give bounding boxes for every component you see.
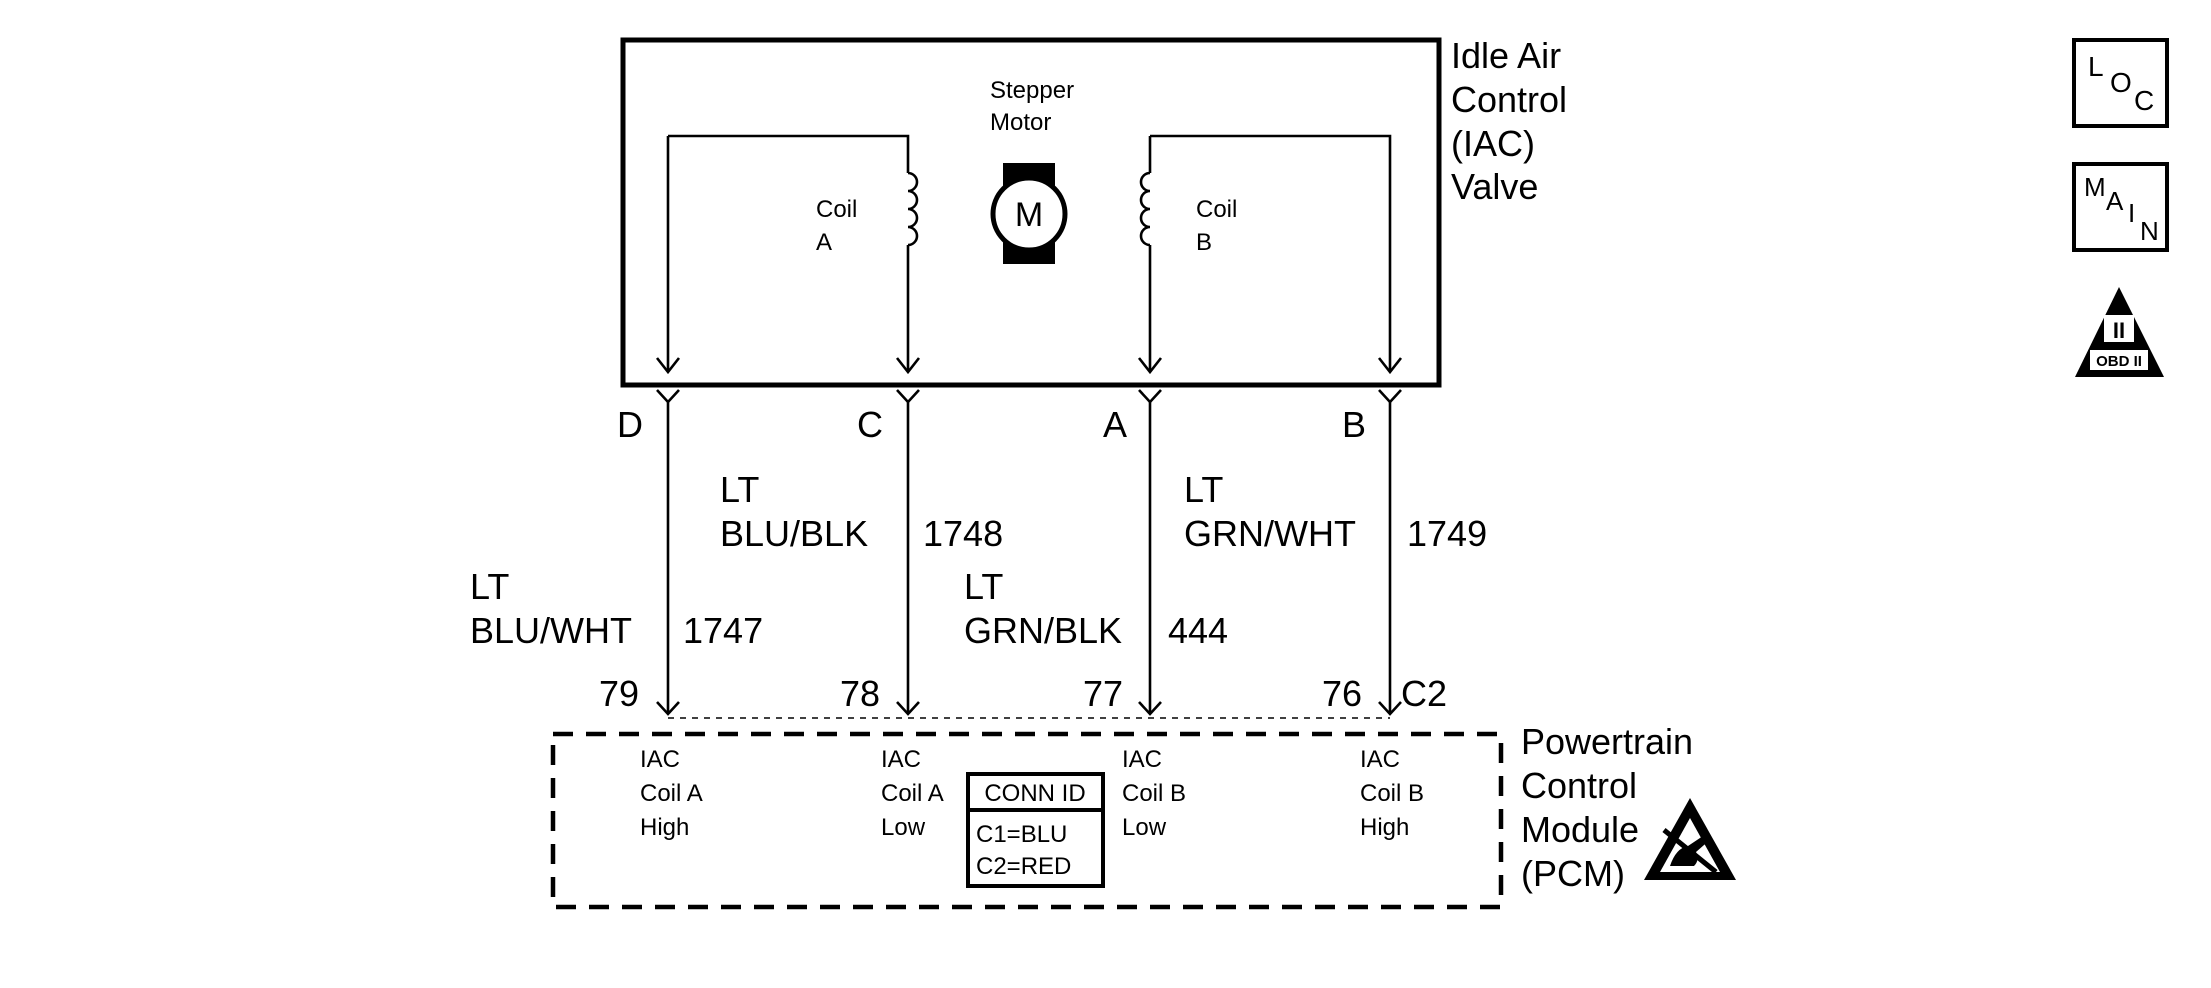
pcm-pin-77-desc-2: Coil B <box>1122 780 1186 807</box>
pcm-pin-76-desc-3: High <box>1360 814 1409 841</box>
pcm-title-line-3: Module <box>1521 809 1639 850</box>
pcm-connector-c2: C2 <box>1401 673 1447 714</box>
pcm-pin-78-desc-3: Low <box>881 814 926 841</box>
iac-title-line-3: (IAC) <box>1451 123 1535 164</box>
pcm-title-line-2: Control <box>1521 765 1637 806</box>
pcm-pin-76: 76 <box>1322 673 1362 714</box>
pcm-pin-79-desc-3: High <box>640 814 689 841</box>
wire-d-circuit: 1747 <box>683 610 763 651</box>
loc-letter-2: O <box>2110 67 2132 98</box>
iac-title-line-4: Valve <box>1451 166 1538 207</box>
pcm-outline <box>550 731 1504 910</box>
wire-d-color-line-1: LT <box>470 566 509 607</box>
pin-b-label: B <box>1342 404 1366 445</box>
coil-b-label-line-2: B <box>1196 229 1212 256</box>
pcm-pin-79-desc-1: IAC <box>640 746 680 773</box>
main-letter-3: I <box>2128 198 2135 228</box>
pcm-title-line-4: (PCM) <box>1521 853 1625 894</box>
pcm-pin-78-desc-1: IAC <box>881 746 921 773</box>
pcm-pin-79-desc-2: Coil A <box>640 780 703 807</box>
wire-d-color-line-2: BLU/WHT <box>470 610 632 651</box>
pcm-pin-77: 77 <box>1083 673 1123 714</box>
main-icon: M A I N <box>2072 162 2169 252</box>
wire-b-circuit: 1749 <box>1407 513 1487 554</box>
pcm-pin-79: 79 <box>599 673 639 714</box>
wire-a-labels: LT GRN/BLK 444 <box>964 566 1228 651</box>
main-letter-2: A <box>2106 186 2124 216</box>
wire-c-color-line-2: BLU/BLK <box>720 513 868 554</box>
coil-a-label-line-1: Coil <box>816 196 857 223</box>
iac-valve: Idle Air Control (IAC) Valve Stepper Mot… <box>620 35 1567 388</box>
conn-id-header: CONN ID <box>984 780 1085 807</box>
loc-letter-3: C <box>2134 85 2154 116</box>
pcm-module: IAC Coil A High IAC Coil A Low IAC Coil … <box>550 721 1736 910</box>
coil-b-icon <box>1139 134 1392 370</box>
conn-id-table: CONN ID C1=BLU C2=RED <box>966 772 1105 888</box>
motor-icon: M <box>990 163 1068 264</box>
valve-arrowheads <box>655 357 1403 375</box>
wire-a-circuit: 444 <box>1168 610 1228 651</box>
wire-a-color-line-1: LT <box>964 566 1003 607</box>
pcm-pin-78: 78 <box>840 673 880 714</box>
iac-title-line-1: Idle Air <box>1451 35 1561 76</box>
pcm-pin-76-desc-2: Coil B <box>1360 780 1424 807</box>
obd-label: OBD II <box>2096 353 2142 370</box>
motor-label-line-1: Stepper <box>990 77 1074 104</box>
coil-a-label-line-2: A <box>816 229 832 256</box>
pin-d-label: D <box>617 404 643 445</box>
wire-c-color-line-1: LT <box>720 469 759 510</box>
wire-harness <box>656 389 1402 719</box>
conn-id-row-1: C1=BLU <box>976 821 1067 848</box>
wire-d-labels: LT BLU/WHT 1747 <box>470 566 763 651</box>
motor-label-line-2: Motor <box>990 109 1051 136</box>
iac-valve-outline <box>620 37 1442 388</box>
wire-b-labels: LT GRN/WHT 1749 <box>1184 469 1487 554</box>
main-letter-4: N <box>2140 216 2159 246</box>
iac-title-line-2: Control <box>1451 79 1567 120</box>
pcm-pin-76-desc-1: IAC <box>1360 746 1400 773</box>
wire-b-color-line-1: LT <box>1184 469 1223 510</box>
wire-c-circuit: 1748 <box>923 513 1003 554</box>
obd-numeral: II <box>2113 318 2125 343</box>
motor-symbol: M <box>1015 196 1043 234</box>
main-letter-1: M <box>2084 172 2106 202</box>
coil-b-label-line-1: Coil <box>1196 196 1237 223</box>
loc-letter-1: L <box>2088 51 2104 82</box>
pin-a-label: A <box>1103 404 1127 445</box>
pcm-pin-77-desc-1: IAC <box>1122 746 1162 773</box>
pcm-pin-78-desc-2: Coil A <box>881 780 944 807</box>
loc-icon: L O C <box>2072 38 2169 128</box>
pcm-title-line-1: Powertrain <box>1521 721 1693 762</box>
coil-a-icon <box>666 134 919 370</box>
pcm-pin-77-desc-3: Low <box>1122 814 1167 841</box>
esd-warning-icon <box>1644 798 1736 880</box>
wire-a-color-line-2: GRN/BLK <box>964 610 1122 651</box>
wire-b-color-line-2: GRN/WHT <box>1184 513 1356 554</box>
pin-c-label: C <box>857 404 883 445</box>
conn-id-row-2: C2=RED <box>976 853 1071 880</box>
wire-c-labels: LT BLU/BLK 1748 <box>720 469 1003 554</box>
obd-ii-icon: II OBD II <box>2075 287 2164 377</box>
